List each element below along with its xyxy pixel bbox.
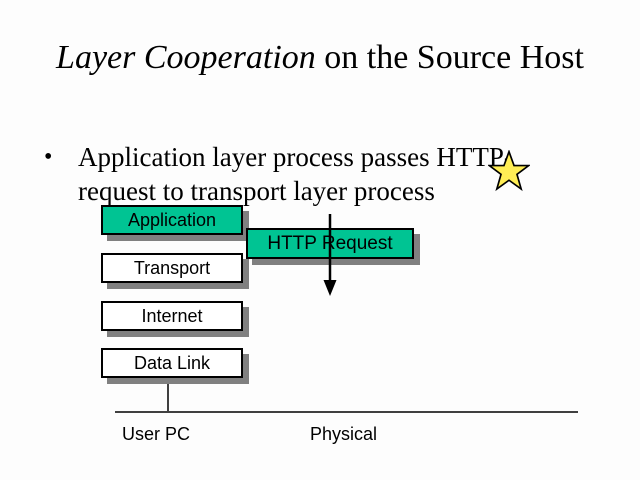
page-title-rest: on the Source Host bbox=[315, 39, 584, 76]
baseline-caption-physical: Physical bbox=[310, 424, 378, 444]
layer-box-transport[interactable]: Transport bbox=[101, 253, 243, 283]
star-icon bbox=[488, 150, 530, 192]
baseline-caption-user-pc: User PC bbox=[122, 424, 191, 444]
layer-box-application[interactable]: Application bbox=[101, 205, 243, 235]
bullet-text: Application layer process passes HTTP-re… bbox=[78, 142, 513, 206]
downward-arrow-icon bbox=[323, 214, 337, 296]
page-title: Layer Cooperation on the Source Host bbox=[40, 36, 600, 80]
layer-box-internet[interactable]: Internet bbox=[101, 301, 243, 331]
layer-box-transport-label: Transport bbox=[133, 258, 211, 278]
baseline-rule bbox=[115, 411, 578, 413]
stack-to-baseline-connector bbox=[167, 380, 169, 412]
layer-box-data-link-label: Data Link bbox=[133, 353, 211, 373]
layer-box-application-label: Application bbox=[127, 210, 217, 230]
page-title-emphasis: Layer Cooperation bbox=[56, 39, 316, 76]
bullet-marker: • bbox=[44, 144, 53, 170]
bullet-list: • Application layer process passes HTTP-… bbox=[44, 140, 584, 208]
layer-box-data-link[interactable]: Data Link bbox=[101, 348, 243, 378]
layer-box-internet-label: Internet bbox=[141, 306, 203, 326]
